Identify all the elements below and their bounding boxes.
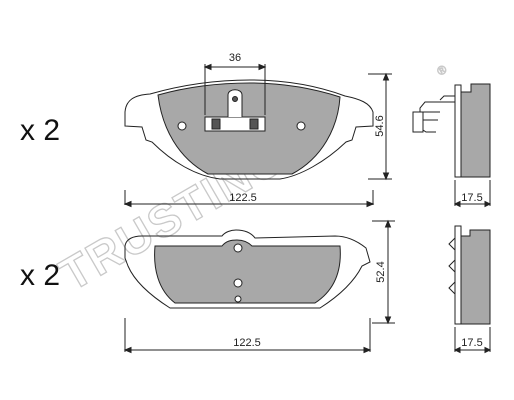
bottom-thickness-dimension	[453, 327, 492, 354]
top-width-dimension	[123, 190, 375, 208]
bottom-pad-hole-center	[233, 278, 243, 288]
top-pad-group: 36 122.5 54.6	[123, 52, 492, 208]
top-pad-side-view	[412, 83, 491, 178]
wear-sensor-wire	[419, 95, 455, 133]
bottom-thickness-label: 17.5	[461, 337, 482, 349]
bottom-width-dimension	[123, 318, 372, 354]
top-width-label: 122.5	[229, 192, 257, 204]
bottom-pad-hole-top	[233, 243, 243, 253]
top-thickness-dimension	[453, 180, 492, 208]
watermark-registered-mark: ®	[435, 62, 450, 79]
top-clip-width-label: 36	[229, 52, 241, 64]
bottom-pad-backing-plate	[124, 229, 371, 309]
top-quantity-label: x 2	[20, 114, 60, 147]
top-clip-width-dimension	[203, 63, 267, 115]
bottom-height-dimension	[372, 219, 395, 325]
bottom-pad-group: 122.5 52.4 17.5	[123, 219, 492, 354]
bottom-pad-friction-material	[154, 239, 341, 304]
top-pad-hole-left	[177, 121, 187, 131]
top-pad-clip	[204, 89, 266, 132]
top-thickness-label: 17.5	[461, 192, 482, 204]
bottom-quantity-label: x 2	[20, 259, 60, 292]
top-height-label: 54.6	[374, 115, 386, 136]
top-pad-hole-right	[296, 121, 306, 131]
bottom-height-label: 52.4	[375, 261, 387, 282]
top-height-dimension	[368, 72, 392, 181]
bottom-pad-side-view	[448, 225, 491, 325]
bottom-pad-hole-lower	[234, 295, 242, 303]
top-pad-backing-plate	[124, 79, 374, 180]
bottom-width-label: 122.5	[233, 337, 261, 349]
